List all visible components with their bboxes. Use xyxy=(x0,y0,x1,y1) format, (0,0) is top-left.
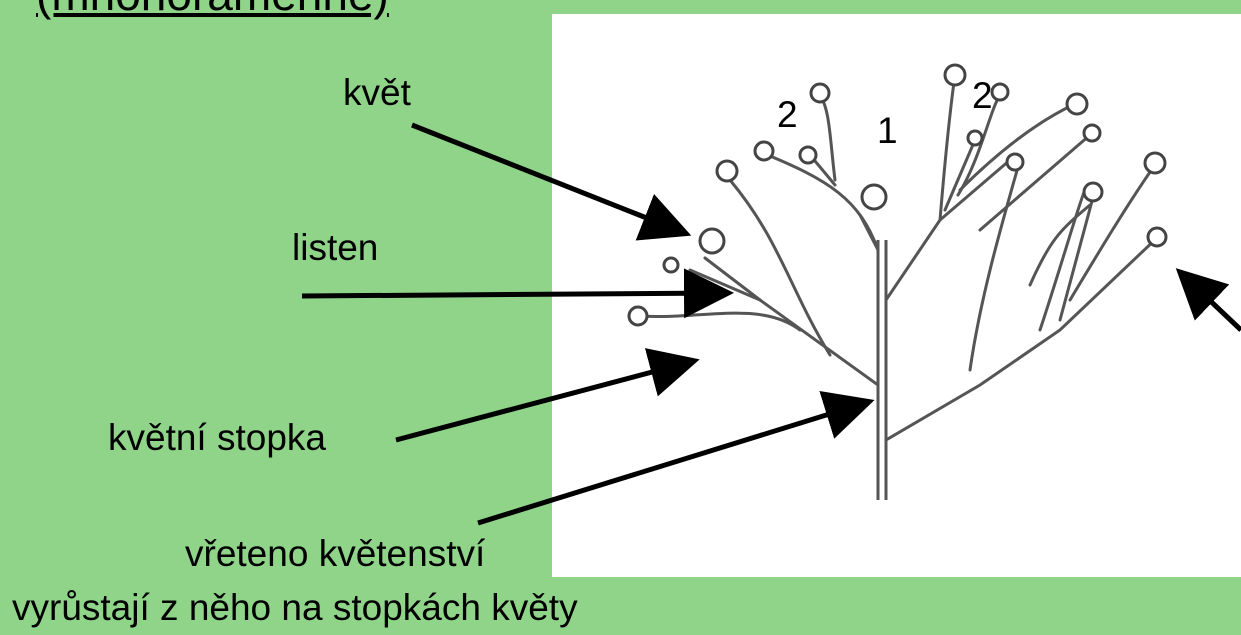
label-pedicel: květní stopka xyxy=(108,417,327,458)
label-flower: květ xyxy=(343,72,411,113)
label-axis-line2: vyrůstají z něho na stopkách květy xyxy=(12,587,578,628)
order-number-1: 1 xyxy=(877,110,898,151)
label-bract: listen xyxy=(292,227,379,268)
label-axis-line1: vřeteno květenství xyxy=(185,533,486,574)
pointer-arrows xyxy=(301,122,1241,526)
main-axis xyxy=(876,240,888,500)
slide-title: (mnohoramenné) xyxy=(36,0,389,21)
flower-buds xyxy=(627,63,1168,327)
left-branches xyxy=(638,93,880,387)
right-branches xyxy=(884,73,1162,442)
order-number-2-right: 2 xyxy=(972,75,993,116)
order-number-2-left: 2 xyxy=(777,94,798,135)
